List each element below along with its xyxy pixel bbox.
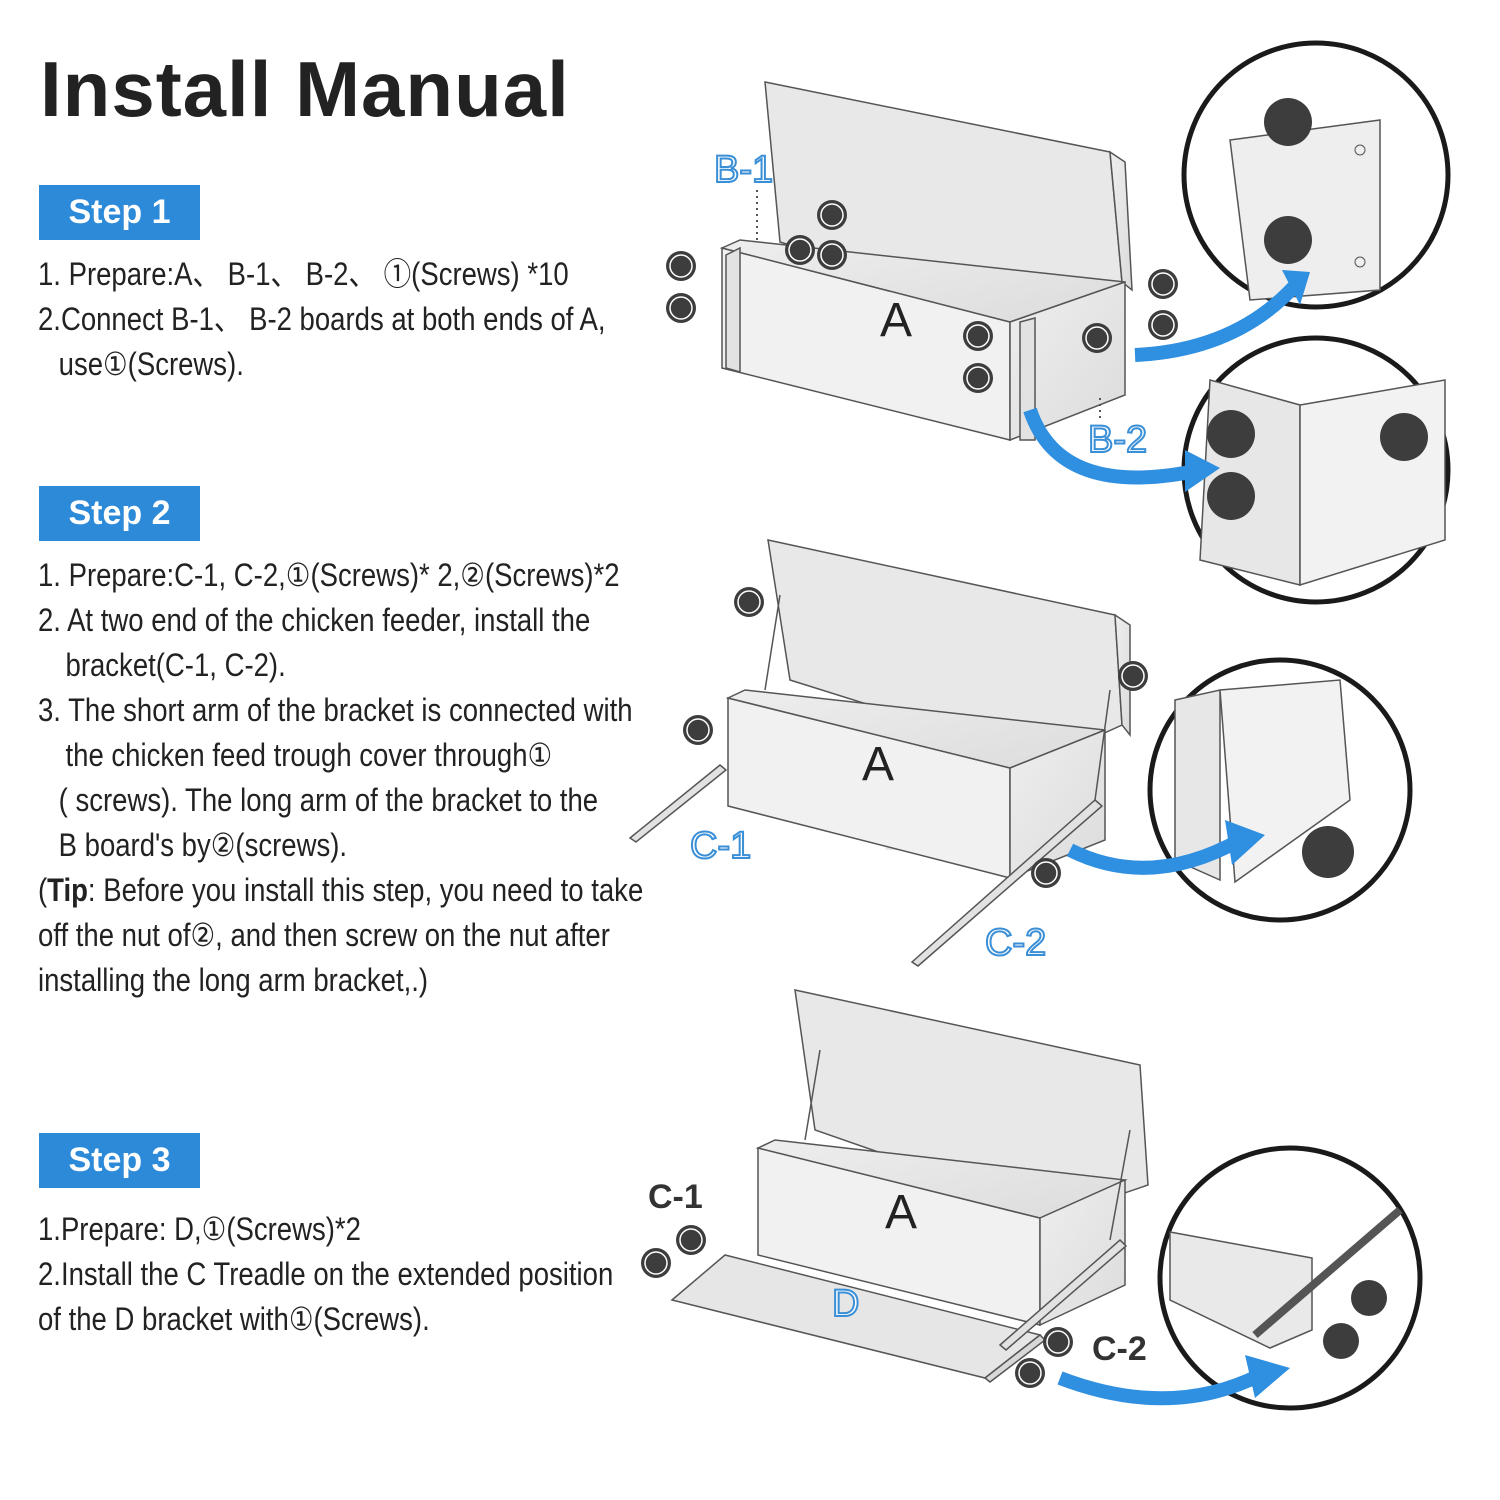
step-2-label-c2: C-2 (985, 922, 1046, 964)
step-1-line-2: 2.Connect B-1、 B-2 boards at both ends o… (38, 301, 606, 337)
step-2-line-7: B board's by②(screws). (58, 827, 348, 863)
step-3-line-2: 2.Install the C Treadle on the extended … (38, 1256, 614, 1292)
step-2-arrow (1066, 833, 1244, 875)
step-1-arrow-top (1134, 275, 1306, 362)
label-d: D (832, 1283, 859, 1325)
step-2-line-3: bracket(C-1, C-2). (65, 647, 286, 683)
step-2-line-1: 1. Prepare:C-1, C-2,①(Screws)* 2,②(Screw… (38, 557, 620, 593)
step-2-label-c1: C-1 (690, 825, 751, 867)
step-2-instructions: 1. Prepare:C-1, C-2,①(Screws)* 2,②(Screw… (38, 553, 643, 1003)
step-1-line-1: 1. Prepare:A、 B-1、 B-2、 ①(Screws) *10 (38, 256, 569, 292)
step-3-label-a: A (885, 1186, 917, 1239)
step-2-line-2: 2. At two end of the chicken feeder, ins… (38, 602, 591, 638)
tip-line-3: installing the long arm bracket,.) (38, 962, 429, 998)
step-3-feeder (670, 989, 1149, 1383)
label-b1: B-1 (714, 149, 773, 191)
tip-line-1: : Before you install this step, you need… (87, 872, 644, 908)
step-3-label-c2: C-2 (1092, 1330, 1147, 1368)
step-1-line-3: use①(Screws). (58, 346, 244, 382)
page-title: Install Manual (40, 45, 570, 133)
step-1-arrow-bottom (1023, 407, 1202, 485)
tip-line-2: off the nut of②, and then screw on the n… (38, 917, 610, 953)
step-3-instructions: 1.Prepare: D,①(Screws)*2 2.Install the C… (38, 1207, 613, 1342)
step-3-label-c1: C-1 (648, 1178, 703, 1216)
step-1-label-a: A (880, 294, 912, 347)
step-2-line-6: ( screws). The long arm of the bracket t… (58, 782, 599, 818)
step-2-tip: (Tip: Before you install this step, you … (38, 872, 644, 908)
step-1-instructions: 1. Prepare:A、 B-1、 B-2、 ①(Screws) *10 2.… (38, 252, 606, 387)
step-2-feeder (628, 539, 1131, 967)
step-3-line-1: 1.Prepare: D,①(Screws)*2 (38, 1211, 361, 1247)
step-2-line-5: the chicken feed trough cover through① (65, 737, 553, 773)
step-3-arrow (1057, 1368, 1264, 1406)
tip-label: Tip (47, 872, 88, 908)
step-3-line-3: of the D bracket with①(Screws). (38, 1301, 430, 1337)
step-2-badge: Step 2 (39, 486, 200, 541)
step-2-line-4: 3. The short arm of the bracket is conne… (38, 692, 633, 728)
label-b2: B-2 (1088, 419, 1147, 461)
step-2-label-a: A (862, 738, 894, 791)
step-1-feeder (719, 81, 1133, 442)
step-3-badge: Step 3 (39, 1133, 200, 1188)
step-1-badge: Step 1 (39, 185, 200, 240)
